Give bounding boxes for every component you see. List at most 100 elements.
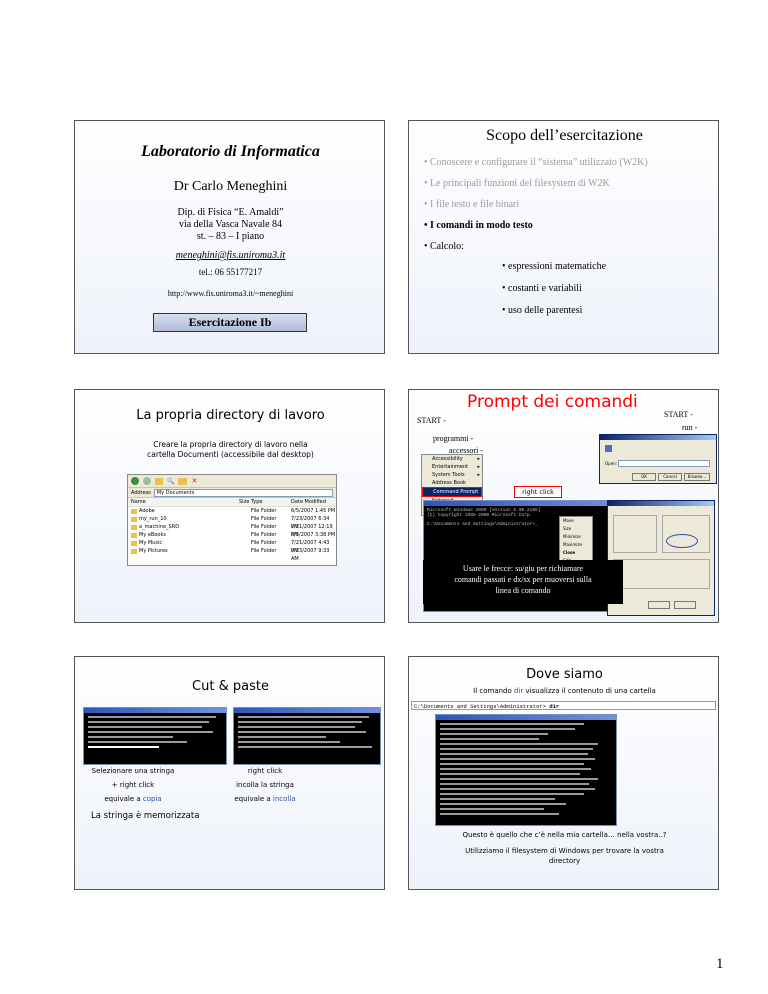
list-item[interactable]: My eBooks File Folder 6/5/2007 3:38 PM bbox=[128, 531, 336, 539]
cmd-window-paste[interactable] bbox=[233, 707, 381, 765]
cmd-text-line bbox=[440, 748, 593, 750]
up-folder-icon[interactable] bbox=[155, 477, 163, 485]
paste-instruction-1: right click bbox=[247, 767, 283, 775]
cmd-text-line bbox=[238, 736, 326, 738]
cmd-window-copy[interactable] bbox=[83, 707, 227, 765]
back-icon[interactable] bbox=[131, 477, 139, 485]
slide1-author: Dr Carlo Meneghini bbox=[173, 179, 288, 194]
slide2-subbullet-1: • espressioni matematiche bbox=[502, 261, 607, 272]
explorer-address-bar: Address My Documents bbox=[128, 488, 336, 498]
delete-icon[interactable]: ✕ bbox=[191, 477, 198, 485]
folder-icon bbox=[131, 516, 137, 522]
dir-output-window[interactable] bbox=[435, 714, 617, 826]
slide6-note-1: Utilizziamo il filesystem di Windows per… bbox=[465, 847, 664, 855]
cmd-titlebar bbox=[84, 708, 226, 713]
explorer-file-list: Adobe File Folder 6/5/2007 1:45 PM my_ru… bbox=[128, 507, 336, 562]
col-date[interactable]: Date Modified bbox=[291, 499, 326, 505]
slide2-bullet-4: • I comandi in modo testo bbox=[424, 220, 533, 231]
menu-item-command-prompt[interactable]: Command Prompt bbox=[422, 487, 482, 497]
ctx-item-minimize[interactable]: Minimize bbox=[563, 534, 581, 539]
search-icon[interactable]: 🔍 bbox=[167, 477, 175, 485]
slide-dove-siamo: Dove siamo Il comando dir visualizza il … bbox=[408, 656, 719, 890]
prompt-cmd: dir bbox=[546, 703, 560, 710]
prompt-path: C:\Documents and Settings\Administrator> bbox=[414, 703, 547, 710]
slide1-badge: Esercitazione Ib bbox=[153, 313, 307, 332]
ctx-item-move[interactable]: Move bbox=[563, 518, 574, 523]
cmd-text-line bbox=[238, 746, 373, 748]
slide5-title: Cut & paste bbox=[192, 679, 269, 694]
paste-instruction-2: incolla la stringa bbox=[236, 781, 294, 789]
col-size[interactable]: Size bbox=[239, 499, 250, 505]
file-date: 7/23/2007 6:34 PM bbox=[291, 516, 330, 530]
address-input[interactable]: My Documents bbox=[153, 488, 333, 497]
cmd-text-line bbox=[88, 741, 188, 743]
properties-dialog bbox=[607, 500, 715, 616]
file-type: File Folder bbox=[251, 532, 277, 538]
cmd-text-line bbox=[440, 758, 595, 760]
slide2-bullet-3: • I file testo e file binari bbox=[424, 199, 520, 210]
cmd-titlebar bbox=[436, 715, 616, 720]
cmd-text-line bbox=[440, 788, 595, 790]
run-ok-button[interactable]: OK bbox=[632, 473, 656, 481]
slide-title: Laboratorio di Informatica Dr Carlo Mene… bbox=[74, 120, 385, 354]
file-type: File Folder bbox=[251, 540, 277, 546]
run-open-label: Open: bbox=[605, 461, 618, 466]
cmd-text-line bbox=[440, 803, 566, 805]
properties-group-cursor bbox=[613, 515, 657, 553]
file-date: 2/21/2007 12:19 PM bbox=[291, 524, 333, 538]
list-item[interactable]: a_machine_SRD File Folder 2/21/2007 12:1… bbox=[128, 523, 336, 538]
run-cancel-button[interactable]: Cancel bbox=[658, 473, 682, 481]
run-label: run - bbox=[682, 423, 698, 432]
slide2-bullet-1: • Conoscere e configurare il “sistema” u… bbox=[424, 157, 648, 168]
paste-instruction-3: equivale a incolla bbox=[215, 795, 315, 803]
address-label: Address bbox=[131, 489, 151, 496]
col-name[interactable]: Name bbox=[131, 499, 146, 505]
list-item[interactable]: my_run_10 File Folder 7/23/2007 6:34 PM bbox=[128, 515, 336, 530]
slide2-subbullet-3: • uso delle parentesi bbox=[502, 305, 583, 316]
subtitle-post: visualizza il contenuto di una cartella bbox=[523, 687, 656, 695]
cmd-text-line bbox=[440, 798, 556, 800]
cmd-text-line bbox=[238, 741, 341, 743]
paste-keyword: incolla bbox=[272, 795, 296, 803]
cmd-text-line bbox=[440, 808, 545, 810]
cmd-text-line bbox=[440, 763, 584, 765]
forward-icon[interactable] bbox=[143, 477, 151, 485]
cmd-selected-text[interactable] bbox=[88, 746, 159, 748]
menu-item-address-book[interactable]: Address Book bbox=[422, 479, 482, 487]
cmd-text-line bbox=[238, 731, 367, 733]
list-item[interactable]: My Music File Folder 7/21/2007 4:43 PM bbox=[128, 539, 336, 554]
slide6-subtitle: Il comando dir visualizza il contenuto d… bbox=[409, 687, 718, 695]
list-item[interactable]: Adobe File Folder 6/5/2007 1:45 PM bbox=[128, 507, 336, 515]
cmd-text-line bbox=[238, 716, 370, 718]
cmd-text-line bbox=[440, 813, 559, 815]
slide1-dept: Dip. di Fisica “E. Amaldi” bbox=[177, 207, 284, 218]
cmd-text-line bbox=[88, 716, 216, 718]
run-open-input[interactable] bbox=[618, 460, 710, 467]
col-type[interactable]: Type bbox=[251, 499, 263, 505]
folders-icon[interactable] bbox=[178, 477, 188, 485]
slide1-url[interactable]: http://www.fis.uniroma3.it/~meneghini bbox=[167, 289, 294, 298]
slide-cut-paste: Cut & paste Selezionare una stringa + ri… bbox=[74, 656, 385, 890]
tip-line-3: linea di comando bbox=[495, 586, 551, 595]
menu-item-label: Command Prompt bbox=[433, 489, 479, 495]
paste-equivale: equivale a bbox=[234, 795, 273, 803]
slide1-room: st. – 83 – I piano bbox=[196, 231, 265, 242]
menu-item-system-tools[interactable]: System Tools▸ bbox=[422, 471, 482, 479]
menu-item-entertainment[interactable]: Entertainment▸ bbox=[422, 463, 482, 471]
ctx-item-maximize[interactable]: Maximize bbox=[563, 542, 582, 547]
cmd-text-line bbox=[440, 783, 590, 785]
properties-cancel-button[interactable] bbox=[674, 601, 696, 609]
menu-item-accessibility[interactable]: Accessibility▸ bbox=[422, 455, 482, 463]
file-name: a_machine_SRD bbox=[139, 524, 180, 530]
ctx-item-size[interactable]: Size bbox=[563, 526, 572, 531]
ctx-item-close[interactable]: Close bbox=[563, 550, 576, 555]
file-date: 7/21/2007 4:43 PM bbox=[291, 540, 330, 554]
file-name: Adobe bbox=[139, 508, 155, 514]
slide1-email[interactable]: meneghini@fis.uniroma3.it bbox=[175, 250, 286, 261]
slide6-title: Dove siamo bbox=[526, 667, 603, 682]
run-browse-button[interactable]: Browse... bbox=[684, 473, 710, 481]
properties-ok-button[interactable] bbox=[648, 601, 670, 609]
tip-line-1: Usare le frecce: su/giu per richiamare bbox=[462, 564, 584, 573]
run-icon bbox=[605, 445, 612, 452]
list-item[interactable]: My Pictures File Folder 9/23/2007 9:33 A… bbox=[128, 547, 336, 562]
